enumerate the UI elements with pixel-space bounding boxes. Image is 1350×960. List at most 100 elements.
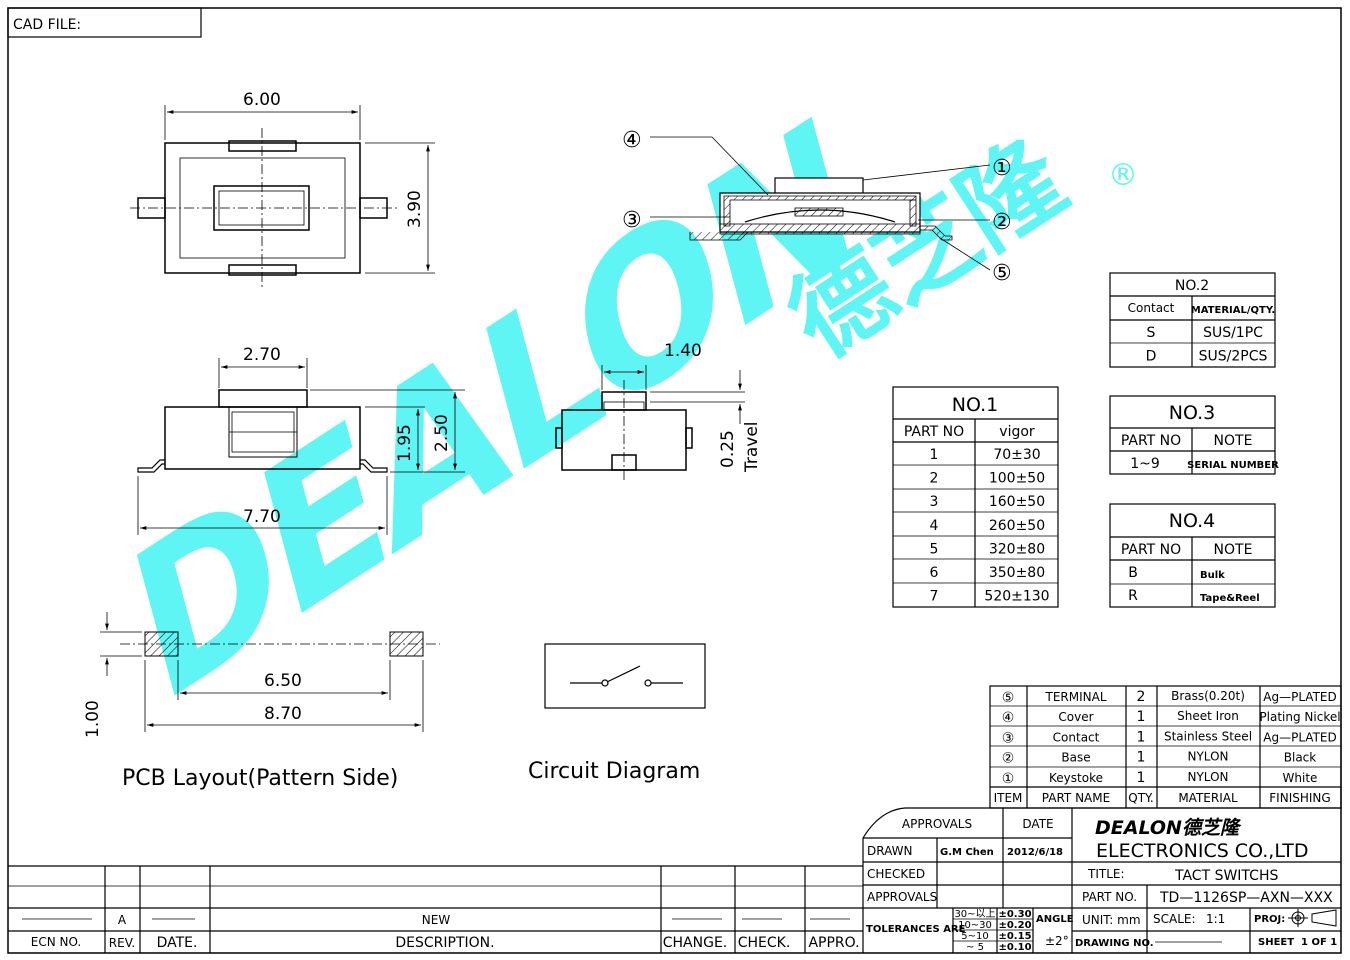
pcb-layout xyxy=(100,612,440,732)
bom-header-name: PART NAME xyxy=(1042,791,1110,805)
tb-tolerances: TOLERANCES ARE xyxy=(866,924,966,935)
callout-3: ③ xyxy=(622,208,642,233)
bom-header-item: ITEM xyxy=(994,791,1023,805)
dim-side-h1: 1.95 xyxy=(395,424,415,462)
no1-title: NO.1 xyxy=(952,394,999,416)
no2-rows: S SUS/1PC D SUS/2PCS xyxy=(1146,325,1268,365)
no2-header-contact: Contact xyxy=(1128,301,1175,315)
no1-header-vigor: vigor xyxy=(999,424,1035,440)
bom-row-qty: 2 xyxy=(1137,689,1146,705)
bom-header-material: MATERIAL xyxy=(1178,791,1238,805)
bom-row-material: Sheet Iron xyxy=(1177,709,1239,723)
tol-range: 10~30 xyxy=(958,920,992,931)
no4-row-part: B xyxy=(1128,565,1138,581)
no1-row-vigor: 100±50 xyxy=(989,471,1045,487)
no1-row-part: 7 xyxy=(930,589,939,605)
bom-header-qty: QTY. xyxy=(1128,791,1154,805)
tol-value: ±0.10 xyxy=(998,942,1031,953)
table-no4 xyxy=(1109,503,1276,608)
no3-title: NO.3 xyxy=(1169,402,1216,424)
no3-header-note: NOTE xyxy=(1214,433,1253,449)
bom-row-item: ③ xyxy=(1002,730,1015,746)
dim-side-h2: 2.50 xyxy=(432,414,452,452)
top-view xyxy=(130,105,435,290)
bom-row-finishing: Ag—PLATED xyxy=(1263,690,1336,704)
callout-5: ⑤ xyxy=(992,261,1012,286)
bom-row-material: Stainless Steel xyxy=(1164,729,1252,743)
section-view xyxy=(650,136,991,271)
dim-pcb-outer: 8.70 xyxy=(264,704,302,724)
watermark-reg: ® xyxy=(1108,158,1138,193)
dim-top-height: 3.90 xyxy=(405,190,425,228)
no1-row-vigor: 260±50 xyxy=(989,518,1045,534)
tb-angle-label: ANGLE xyxy=(1036,914,1074,925)
no1-row-part: 2 xyxy=(930,471,939,487)
no1-header-part: PART NO xyxy=(904,424,964,440)
watermark-latin: DEALON xyxy=(112,72,871,751)
no2-title: NO.2 xyxy=(1175,278,1209,294)
no2-row-contact: S xyxy=(1147,325,1156,341)
tb-scale: 1:1 xyxy=(1206,912,1225,926)
bom-row-name: Contact xyxy=(1053,730,1100,744)
bom-header-finishing: FINISHING xyxy=(1269,791,1330,805)
projection-icon xyxy=(1288,909,1337,927)
bom-row-finishing: Ag—PLATED xyxy=(1263,730,1336,744)
no4-row-part: R xyxy=(1128,588,1138,604)
bom-row-name: Keystoke xyxy=(1049,771,1103,785)
tb-unit: UNIT: mm xyxy=(1082,913,1141,927)
rev-header-ecn: ECN NO. xyxy=(31,935,82,949)
rev-header-change: CHANGE. xyxy=(663,935,728,951)
bom-row-finishing: Plating Nickel xyxy=(1259,710,1340,724)
no1-row-vigor: 70±30 xyxy=(993,447,1040,463)
no2-row-material: SUS/1PC xyxy=(1203,325,1263,341)
tol-range: 30~以上 xyxy=(954,908,995,920)
dim-travel-value: 0.25 xyxy=(718,430,738,468)
end-view xyxy=(555,365,745,480)
no1-row-vigor: 160±50 xyxy=(989,494,1045,510)
no2-row-contact: D xyxy=(1146,349,1157,365)
dim-travel-label: Travel xyxy=(742,421,762,473)
tol-range: ~ 5 xyxy=(966,942,984,953)
tb-drawn-date: 2012/6/18 xyxy=(1007,847,1063,858)
bom-row-finishing: White xyxy=(1283,771,1318,785)
no1-row-part: 4 xyxy=(930,518,939,534)
tb-company: ELECTRONICS CO.,LTD xyxy=(1096,840,1309,862)
bom-row-qty: 1 xyxy=(1137,750,1146,766)
callout-2: ② xyxy=(992,210,1012,235)
bom-row-name: Base xyxy=(1061,751,1090,765)
cad-file-label: CAD FILE: xyxy=(13,17,81,33)
tb-drawing-no: DRAWING NO. xyxy=(1075,938,1154,949)
rev-header-appro: APPRO. xyxy=(808,935,859,951)
no1-row-part: 6 xyxy=(930,565,939,581)
tb-drawn-by: G.M Chen xyxy=(940,847,994,858)
bom-row-qty: 1 xyxy=(1137,729,1146,745)
no3-row-note: SERIAL NUMBER xyxy=(1187,460,1279,471)
bom-row-item: ② xyxy=(1002,751,1015,767)
cad-file-box xyxy=(7,7,202,38)
tb-title: TACT SWITCHS xyxy=(1174,868,1278,884)
rev-header-check: CHECK. xyxy=(738,935,791,951)
tb-checked: CHECKED xyxy=(867,867,925,881)
bom-row-finishing: Black xyxy=(1284,751,1317,765)
no4-header-part: PART NO xyxy=(1121,542,1181,558)
tb-part-no-label: PART NO. xyxy=(1082,890,1137,904)
no3-row-part: 1~9 xyxy=(1130,456,1160,472)
tb-part-no: TD—1126SP—AXN—XXX xyxy=(1159,890,1333,906)
dim-pcb-height: 1.00 xyxy=(83,700,103,738)
table-no3 xyxy=(1109,395,1276,475)
tb-approvals: APPROVALS xyxy=(902,817,972,831)
drawing-border xyxy=(7,7,1342,954)
no1-row-part: 5 xyxy=(930,541,939,557)
bom-row-qty: 1 xyxy=(1137,770,1146,786)
bom-row-item: ④ xyxy=(1002,710,1015,726)
tol-value: ±0.15 xyxy=(998,931,1031,942)
rev-value: A xyxy=(118,913,127,927)
bom-row-name: TERMINAL xyxy=(1044,690,1106,704)
side-view xyxy=(137,358,465,535)
no2-row-material: SUS/2PCS xyxy=(1199,349,1268,365)
table-no2 xyxy=(1109,272,1276,368)
rev-header-desc: DESCRIPTION. xyxy=(395,935,494,951)
tol-value: ±0.30 xyxy=(998,909,1031,920)
